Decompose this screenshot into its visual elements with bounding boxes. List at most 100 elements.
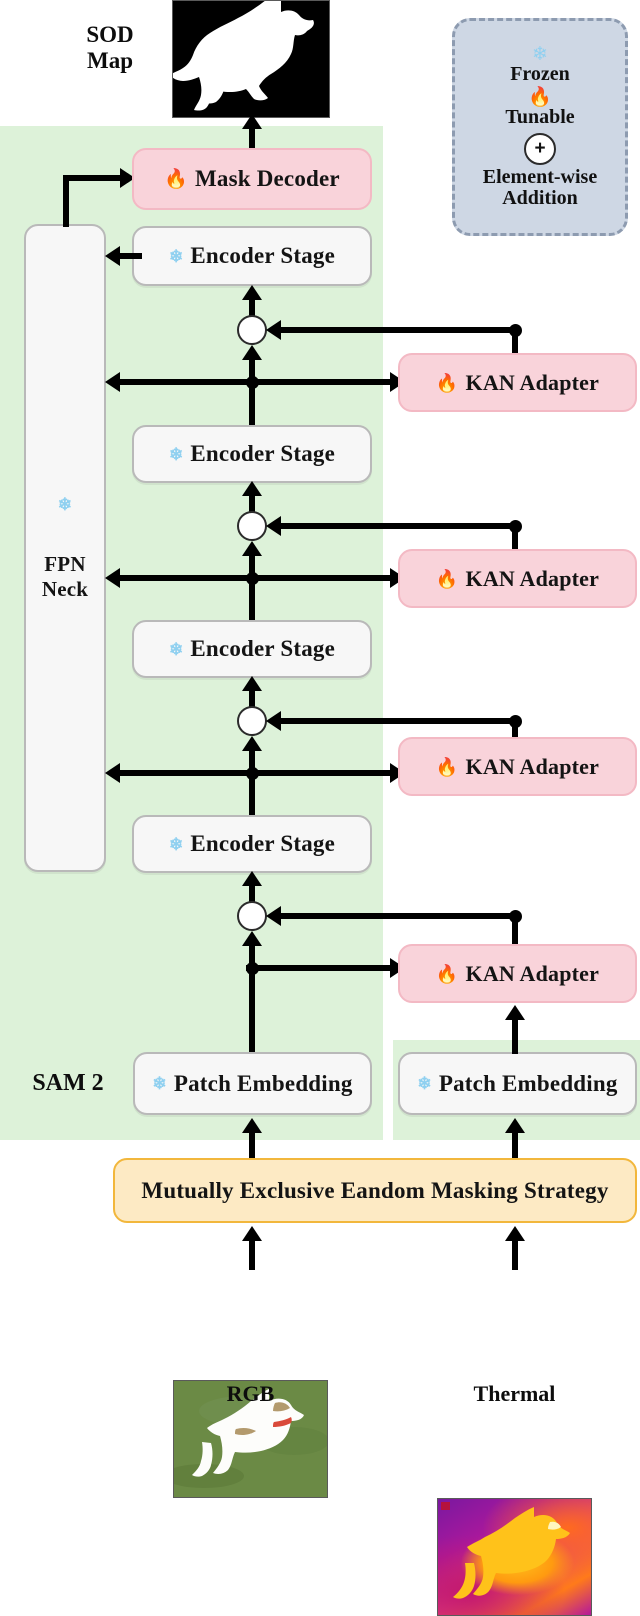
encoder-stage-block-4[interactable]: ❄ Encoder Stage — [132, 226, 372, 286]
arrow-mask-to-patchthermal-line — [512, 1130, 518, 1160]
legend-tunable-label: Tunable — [505, 106, 575, 128]
encoder-stage-label-1: Encoder Stage — [190, 831, 336, 856]
flame-icon: 🔥 — [435, 372, 459, 393]
arrow-maskdecoder-to-sodmap-line — [249, 126, 255, 148]
thermal-input-image — [437, 1498, 592, 1616]
patch-embedding-label-rgb: Patch Embedding — [173, 1070, 353, 1096]
kan-adapter-label-2: KAN Adapter — [465, 753, 600, 779]
arrow-patchthermal-to-kan1-head — [505, 1005, 525, 1020]
branch-row-1 — [246, 965, 398, 971]
arrow-mask-to-patchthermal-head — [505, 1118, 525, 1133]
arrow-encoder3-to-trunk4 — [249, 382, 255, 425]
fpn-neck-block[interactable]: ❄ FPN Neck — [24, 224, 106, 872]
add-node-2[interactable] — [237, 706, 267, 736]
arrow-kan3-riser — [512, 523, 518, 553]
arrow-kan4-riser — [512, 327, 518, 357]
thermal-dog-graphic — [441, 1502, 570, 1599]
patch-embedding-label-thermal: Patch Embedding — [438, 1070, 618, 1096]
kan-adapter-label-4: KAN Adapter — [465, 369, 600, 395]
arrow-add2-to-encoder2-head — [242, 676, 262, 691]
branch-row-4-left-head — [105, 372, 120, 392]
mask-decoder-block[interactable]: 🔥 Mask Decoder — [132, 148, 372, 210]
flame-icon: 🔥 — [528, 87, 552, 108]
junction-dot-kan2 — [509, 715, 522, 728]
thermal-input-label: Thermal — [473, 1381, 556, 1406]
snowflake-icon: ❄ — [168, 444, 184, 464]
rgb-input-label: RGB — [226, 1381, 275, 1406]
encoder-stage-block-1[interactable]: ❄ Encoder Stage — [132, 815, 372, 873]
arrow-rgb-to-mask-head — [242, 1226, 262, 1241]
legend-frozen-label: Frozen — [510, 63, 570, 85]
snowflake-icon: ❄ — [168, 639, 184, 659]
arrow-kan1-to-add1-head — [266, 906, 281, 926]
flame-icon: 🔥 — [435, 963, 459, 984]
snowflake-icon: ❄ — [57, 494, 73, 514]
arrow-encoder4-to-fpn-head — [105, 246, 120, 266]
arrow-trunk3-line — [249, 551, 255, 583]
arrow-add1-to-encoder1-head — [242, 871, 262, 886]
encoder-stage-label-2: Encoder Stage — [190, 636, 336, 661]
patch-embedding-block-thermal[interactable]: ❄ Patch Embedding — [398, 1052, 637, 1115]
flame-icon: 🔥 — [435, 568, 459, 589]
arrow-add3-to-encoder3-head — [242, 481, 262, 496]
flame-icon: 🔥 — [435, 756, 459, 777]
arrow-encoder4-to-fpn-line — [118, 253, 142, 259]
arrow-trunk2-line — [249, 746, 255, 778]
arrow-add1-to-encoder1-line — [249, 882, 255, 902]
kan-adapter-block-2[interactable]: 🔥 KAN Adapter — [398, 737, 637, 796]
arrow-mask-to-patchrgb-line — [249, 1130, 255, 1160]
branch-row-3-left-head — [105, 568, 120, 588]
kan-adapter-block-4[interactable]: 🔥 KAN Adapter — [398, 353, 637, 412]
arrow-add4-to-encoder4-line — [249, 296, 255, 316]
arrow-encoder1-to-trunk2 — [249, 773, 255, 816]
arrow-patchthermal-to-kan1-line — [512, 1016, 518, 1054]
encoder-stage-block-3[interactable]: ❄ Encoder Stage — [132, 425, 372, 483]
arrow-encoder2-to-trunk3 — [249, 578, 255, 621]
arrow-kan2-to-add2-line — [280, 718, 515, 724]
arrow-trunk1-head — [242, 931, 262, 946]
kan-adapter-label-3: KAN Adapter — [465, 565, 600, 591]
snowflake-icon: ❄ — [168, 834, 184, 854]
kan-adapter-block-1[interactable]: 🔥 KAN Adapter — [398, 944, 637, 1003]
arrow-kan4-to-add4-head — [266, 320, 281, 340]
add-node-4[interactable] — [237, 315, 267, 345]
sam2-panel-label: SAM 2 — [32, 1070, 104, 1096]
sod-dog-silhouette — [173, 1, 314, 111]
junction-dot-kan3 — [509, 520, 522, 533]
encoder-stage-block-2[interactable]: ❄ Encoder Stage — [132, 620, 372, 678]
fpn-neck-label-line1: FPN — [44, 551, 86, 576]
masking-strategy-label: Mutually Exclusive Eandom Masking Strate… — [141, 1177, 609, 1203]
add-node-3[interactable] — [237, 511, 267, 541]
arrow-trunk1-line — [249, 941, 255, 973]
kan-adapter-block-3[interactable]: 🔥 KAN Adapter — [398, 549, 637, 608]
arrow-mask-to-patchrgb-head — [242, 1118, 262, 1133]
sod-map-label-line1: SOD — [86, 22, 134, 47]
add-node-1[interactable] — [237, 901, 267, 931]
snowflake-icon: ❄ — [417, 1074, 432, 1093]
legend-addition-label-line2: Addition — [502, 187, 578, 209]
mask-decoder-label: Mask Decoder — [195, 166, 340, 191]
plus-circle-icon: + — [524, 133, 556, 165]
arrow-kan1-riser — [512, 913, 518, 945]
patch-embedding-block-rgb[interactable]: ❄ Patch Embedding — [133, 1052, 372, 1115]
arrow-kan2-riser — [512, 718, 518, 748]
snowflake-icon: ❄ — [152, 1074, 167, 1093]
snowflake-icon: ❄ — [168, 246, 184, 266]
arrow-fpn-to-maskdecoder-head — [120, 168, 135, 188]
legend-addition-label-line1: Element-wise — [482, 166, 598, 188]
arrow-kan3-to-add3-head — [266, 516, 281, 536]
branch-row-2-left-head — [105, 763, 120, 783]
arrow-kan3-to-add3-line — [280, 523, 515, 529]
legend-panel: ❄ Frozen 🔥 Tunable + Element-wise Additi… — [452, 18, 628, 236]
flame-icon: 🔥 — [164, 168, 188, 190]
arrow-thermal-to-mask-head — [505, 1226, 525, 1241]
arrow-trunk4-head — [242, 345, 262, 360]
arrow-trunk2-head — [242, 736, 262, 751]
arrow-maskdecoder-to-sodmap-head — [242, 114, 262, 129]
sod-map-label: SOD Map — [60, 22, 160, 74]
arrow-add4-to-encoder4-head — [242, 285, 262, 300]
masking-strategy-block[interactable]: Mutually Exclusive Eandom Masking Strate… — [113, 1158, 637, 1223]
sod-map-label-line2: Map — [87, 47, 133, 73]
arrow-thermal-to-mask-line — [512, 1238, 518, 1270]
encoder-stage-label-3: Encoder Stage — [190, 441, 336, 466]
